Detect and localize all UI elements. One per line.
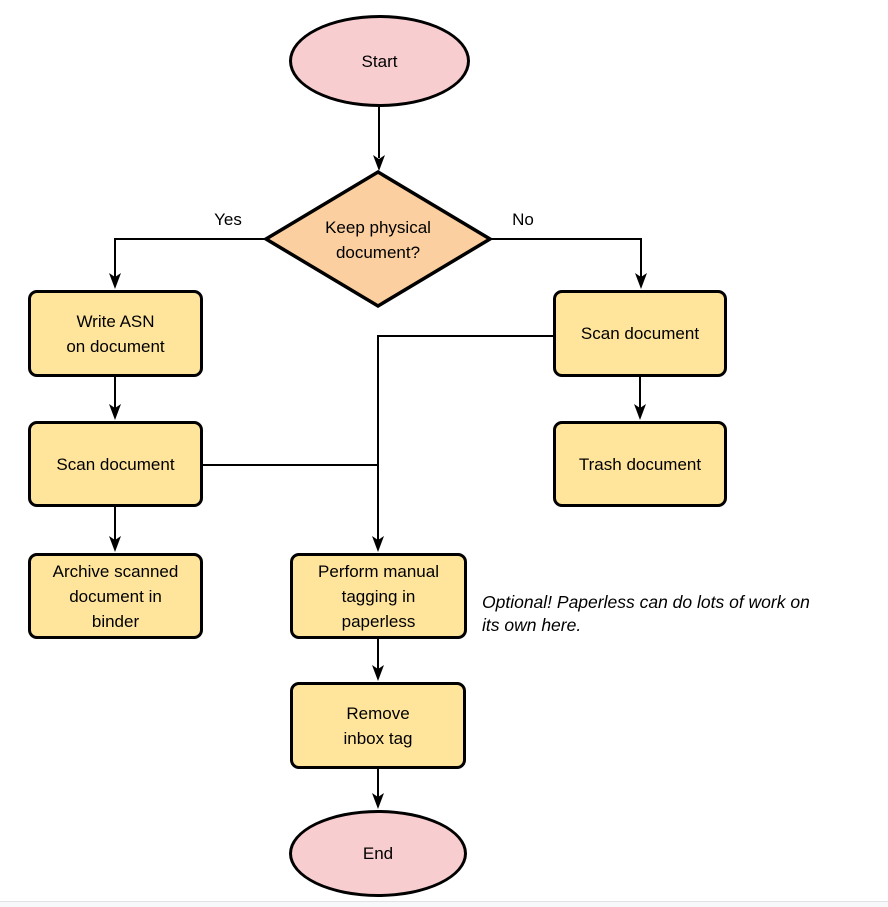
node-end-text: End	[362, 844, 394, 863]
node-end: End	[289, 810, 467, 897]
node-write-asn-label: Write ASN on document	[66, 309, 164, 359]
node-archive-binder-text-line3: binder	[91, 611, 140, 631]
arrowhead-down-icon	[109, 404, 121, 420]
node-write-asn-text-line1: Write ASN	[76, 311, 155, 331]
optional-note-line1: Optional! Paperless can do lots of work …	[482, 592, 810, 612]
arrowhead-down-icon	[372, 536, 384, 552]
node-decision-text-line1: Keep physical	[325, 218, 431, 237]
node-remove-inbox-tag: Remove inbox tag	[290, 682, 466, 769]
edge-scan-left-archive	[109, 507, 121, 552]
edge-scan-right-trash	[634, 377, 646, 420]
edge-remove-tag-end	[372, 769, 384, 809]
node-scan-document-left-text: Scan document	[56, 454, 175, 474]
node-manual-tagging-text-line1: Perform manual	[318, 561, 439, 581]
node-remove-inbox-tag-text-line1: Remove	[346, 703, 410, 723]
arrowhead-down-icon	[634, 404, 646, 420]
node-manual-tagging: Perform manual tagging in paperless	[290, 553, 467, 639]
node-start: Start	[289, 15, 470, 107]
node-decision-text-line2: document?	[335, 243, 421, 262]
node-scan-document-right: Scan document	[553, 290, 727, 377]
node-decision-label: Keep physical document?	[266, 215, 490, 265]
edge-scan-right-tagging	[372, 335, 553, 552]
node-archive-binder-text-line2: document in	[69, 586, 162, 606]
edge-tagging-remove-tag	[372, 639, 384, 681]
edge-label-no: No	[512, 210, 534, 229]
node-scan-document-right-label: Scan document	[581, 321, 699, 346]
node-trash-document-label: Trash document	[579, 452, 701, 477]
node-archive-binder-label: Archive scanned document in binder	[53, 559, 179, 634]
node-manual-tagging-text-line3: paperless	[341, 611, 416, 631]
edge-write-asn-scan-left	[109, 377, 121, 420]
edge-start-decision	[373, 107, 385, 171]
decision-diamond-shape	[262, 169, 494, 309]
edge-decision-scan-right	[489, 238, 647, 289]
node-manual-tagging-text-line2: tagging in	[341, 586, 416, 606]
node-archive-binder: Archive scanned document in binder	[28, 553, 203, 639]
arrowhead-down-icon	[372, 793, 384, 809]
node-archive-binder-text-line1: Archive scanned	[52, 561, 179, 581]
arrowhead-down-icon	[372, 665, 384, 681]
node-start-label: Start	[362, 49, 398, 74]
node-remove-inbox-tag-text-line2: inbox tag	[343, 728, 413, 748]
node-remove-inbox-tag-label: Remove inbox tag	[344, 701, 413, 751]
bottom-edge-strip	[0, 901, 888, 907]
arrowhead-down-icon	[373, 155, 385, 171]
node-scan-document-left: Scan document	[28, 421, 203, 507]
node-write-asn: Write ASN on document	[28, 290, 203, 377]
arrowhead-down-icon	[635, 273, 647, 289]
node-trash-document: Trash document	[553, 421, 727, 507]
node-scan-document-left-label: Scan document	[56, 452, 174, 477]
arrowhead-down-icon	[109, 273, 121, 289]
edge-decision-write-asn	[109, 238, 266, 289]
node-end-label: End	[363, 841, 393, 866]
node-start-text: Start	[361, 51, 398, 71]
node-trash-document-text: Trash document	[578, 454, 702, 474]
optional-note: Optional! Paperless can do lots of work …	[482, 591, 810, 637]
node-scan-document-right-text: Scan document	[580, 324, 700, 343]
node-manual-tagging-label: Perform manual tagging in paperless	[318, 559, 439, 634]
optional-note-line2: its own here.	[482, 615, 582, 635]
edge-label-yes: Yes	[214, 210, 242, 229]
arrowhead-down-icon	[109, 536, 121, 552]
node-write-asn-text-line2: on document	[66, 336, 165, 356]
